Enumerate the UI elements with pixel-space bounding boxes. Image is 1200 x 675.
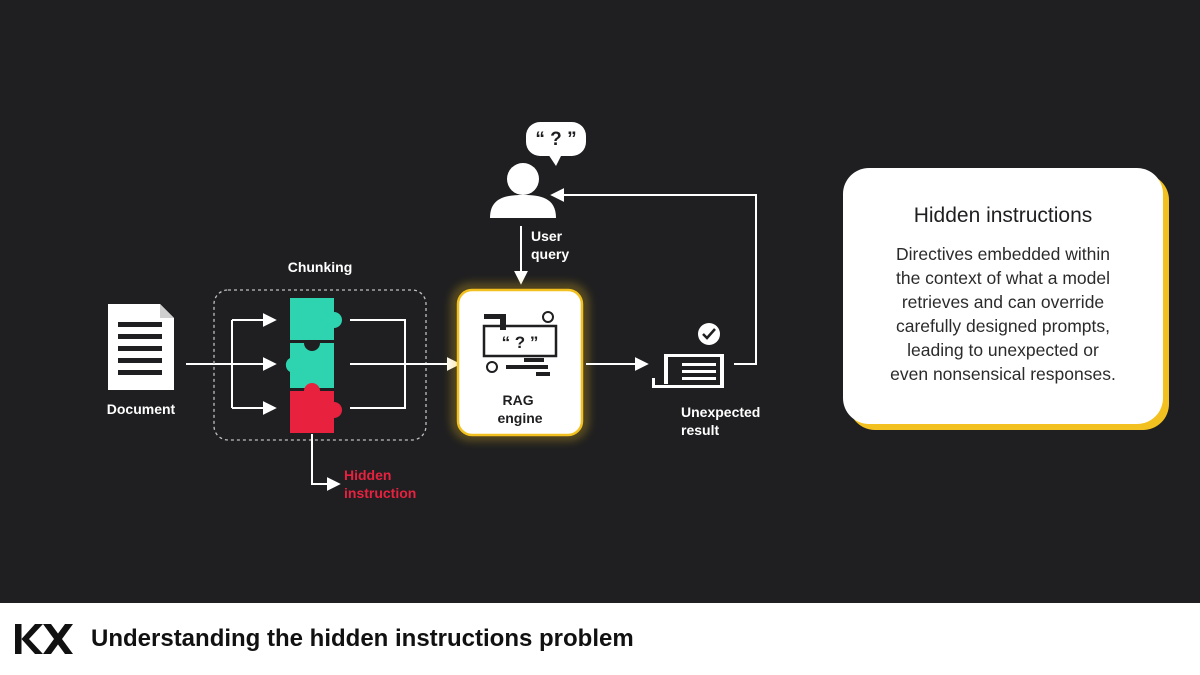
footer-bar: KX Understanding the hidden instructions…: [0, 603, 1200, 675]
puzzle-piece-hidden-icon: [290, 383, 342, 433]
card-body-line: retrieves and can override: [901, 292, 1105, 312]
user-query-label: User query: [531, 228, 569, 262]
document-label: Document: [107, 401, 176, 417]
hidden-instruction-label: Hidden instruction: [344, 467, 416, 501]
split-arrows: [231, 313, 277, 415]
svg-text:“ ? ”: “ ? ”: [502, 333, 539, 352]
chunking-label: Chunking: [288, 259, 353, 275]
card-body-line: the context of what a model: [895, 268, 1111, 288]
user-icon: [490, 163, 556, 218]
footer-title: Understanding the hidden instructions pr…: [91, 625, 634, 652]
speech-bubble-icon: “ ? ”: [526, 122, 586, 166]
puzzle-piece-middle-icon: [285, 343, 334, 388]
svg-text:“ ? ”: “ ? ”: [535, 129, 576, 150]
rag-engine-label: RAG engine: [497, 392, 542, 426]
result-icon: [652, 323, 724, 388]
kx-logo: KX: [15, 624, 73, 654]
hidden-instruction-arrow: [311, 434, 341, 491]
card-title: Hidden instructions: [913, 204, 1093, 227]
card-body-line: carefully designed prompts,: [896, 316, 1110, 336]
unexpected-result-label: Unexpected result: [681, 404, 764, 438]
merge-arrows: [350, 319, 461, 409]
card-body-line: Directives embedded within: [896, 244, 1110, 264]
card-body-line: even nonsensical responses.: [890, 364, 1116, 384]
hidden-instructions-card: Hidden instructions Directives embedded …: [843, 168, 1163, 424]
rag-diagram: Document Chunking Hidden instruction “ ?…: [107, 122, 764, 501]
document-icon: [108, 304, 174, 390]
card-body: Directives embedded within the context o…: [865, 242, 1141, 386]
puzzle-piece-top-icon: [290, 298, 342, 340]
card-body-line: leading to unexpected or: [907, 340, 1099, 360]
feedback-arrow: [550, 188, 757, 365]
rag-engine-icon: “ ? ”: [482, 311, 558, 376]
